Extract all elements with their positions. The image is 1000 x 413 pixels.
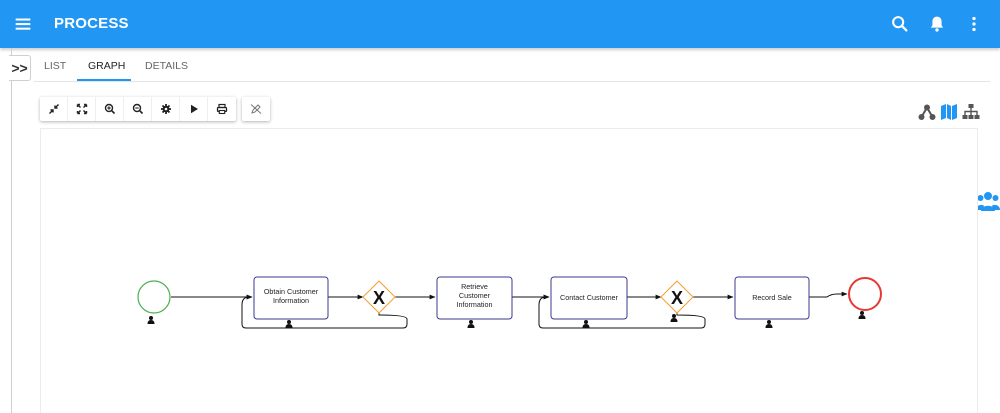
zoom-out-button[interactable] (124, 97, 152, 121)
zoom-in-button[interactable] (96, 97, 124, 121)
gateway-label: X (671, 288, 683, 308)
person-icon (582, 320, 590, 328)
exclusive-gateway-1[interactable]: X (362, 280, 396, 314)
end-event[interactable] (848, 277, 882, 319)
person-icon (765, 320, 773, 328)
play-button[interactable] (180, 97, 208, 121)
edge-t4-end (809, 291, 848, 298)
expand-sidebar-button[interactable]: >> (9, 55, 31, 81)
graph-tool-group-extra (242, 97, 270, 121)
users-group-icon[interactable] (976, 189, 1000, 215)
pencil-off-icon (250, 104, 262, 114)
task-obtain-customer-information[interactable]: Obtain Customer Information (253, 276, 329, 328)
tab-details[interactable]: DETAILS (145, 60, 188, 72)
task-label: Obtain Customer (264, 287, 319, 296)
more-vertical-icon[interactable] (963, 13, 985, 35)
print-icon (216, 103, 228, 115)
graph-toolbar (40, 97, 270, 121)
exclusive-gateway-2[interactable]: X (660, 280, 694, 322)
task-retrieve-customer-information[interactable]: Retrieve Customer Information (436, 276, 513, 328)
gateway-label: X (373, 288, 385, 308)
play-icon (190, 104, 198, 114)
compress-icon (48, 104, 59, 114)
hamburger-menu-icon[interactable] (12, 13, 34, 35)
process-diagram: Obtain Customer Information X Retrieve C… (137, 276, 882, 329)
task-label: Retrieve (461, 282, 488, 291)
task-label: Record Sale (752, 293, 792, 302)
task-record-sale[interactable]: Record Sale (734, 276, 810, 328)
person-icon (858, 311, 866, 319)
tab-list[interactable]: LIST (44, 60, 67, 72)
person-icon (285, 320, 293, 328)
tab-graph[interactable]: GRAPH (88, 60, 126, 72)
print-button[interactable] (208, 97, 236, 121)
search-icon[interactable] (889, 13, 911, 35)
task-label: Information (273, 296, 309, 305)
graph-tool-group (40, 97, 236, 121)
edge-g1-t1-loop (241, 294, 408, 329)
edge-g2-t3-loop (538, 294, 706, 329)
person-icon (467, 320, 475, 328)
network-icon[interactable] (918, 103, 936, 121)
compress-button[interactable] (40, 97, 68, 121)
task-label: Contact Customer (560, 293, 619, 302)
task-label: Customer (459, 291, 491, 300)
task-contact-customer[interactable]: Contact Customer (550, 276, 628, 328)
gear-icon (160, 104, 171, 114)
side-rail (0, 48, 12, 413)
zoom-out-icon (132, 103, 143, 115)
top-app-bar: PROCESS (0, 0, 1000, 48)
person-icon (147, 316, 155, 324)
map-icon[interactable] (940, 103, 958, 121)
page-title: PROCESS (54, 15, 129, 32)
expand-icon (76, 103, 87, 115)
person-icon (670, 314, 678, 322)
process-graph-canvas[interactable]: Obtain Customer Information X Retrieve C… (40, 128, 978, 413)
view-mode-switcher (918, 103, 980, 121)
sitemap-icon[interactable] (962, 103, 980, 121)
active-tab-indicator (77, 79, 131, 81)
start-event[interactable] (137, 280, 171, 324)
disable-edit-button[interactable] (242, 97, 270, 121)
settings-button[interactable] (152, 97, 180, 121)
zoom-in-icon (104, 103, 115, 115)
view-tabs: LIST GRAPH DETAILS (34, 48, 990, 82)
bell-icon[interactable] (926, 13, 948, 35)
task-label: Information (457, 300, 493, 309)
expand-button[interactable] (68, 97, 96, 121)
